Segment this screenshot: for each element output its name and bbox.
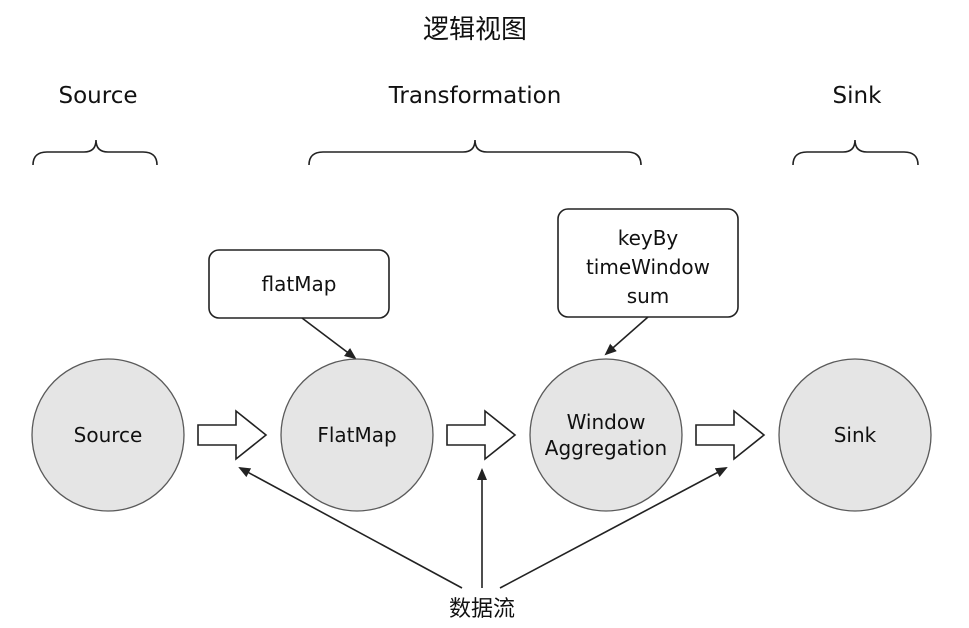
section-label-sink: Sink <box>833 83 883 109</box>
operator-box-window-label-2: timeWindow <box>586 255 710 279</box>
node-window-aggregation-label-2: Aggregation <box>545 436 667 460</box>
brace-sink <box>792 139 919 166</box>
diagram-title: 逻辑视图 <box>423 15 527 45</box>
flow-arrow-flatmap-to-window <box>446 409 517 461</box>
brace-source <box>32 139 158 166</box>
operator-box-flatmap <box>208 249 390 319</box>
operator-box-window-label-3: sum <box>627 284 670 308</box>
flow-arrow-source-to-flatmap <box>197 409 268 461</box>
data-flow-pointer-left <box>238 467 463 589</box>
node-window-aggregation-label-1: Window <box>567 410 646 434</box>
brace-transformation <box>308 139 642 166</box>
node-sink-label: Sink <box>834 423 877 447</box>
operator-box-window-label-1: keyBy <box>618 226 679 250</box>
node-flatmap <box>280 358 434 512</box>
node-flatmap-label: FlatMap <box>317 423 396 447</box>
data-flow-label: 数据流 <box>449 597 515 622</box>
section-label-transformation: Transformation <box>388 83 562 109</box>
node-source <box>31 358 185 512</box>
node-source-label: Source <box>74 423 143 447</box>
section-label-source: Source <box>59 83 138 109</box>
data-flow-pointer-right <box>499 467 728 589</box>
connector-arrow-flatmap <box>301 317 357 360</box>
connector-arrow-window <box>604 316 649 356</box>
flow-arrow-window-to-sink <box>695 409 766 461</box>
node-sink <box>778 358 932 512</box>
node-window-aggregation <box>529 358 683 512</box>
operator-box-flatmap-label: flatMap <box>262 272 337 296</box>
